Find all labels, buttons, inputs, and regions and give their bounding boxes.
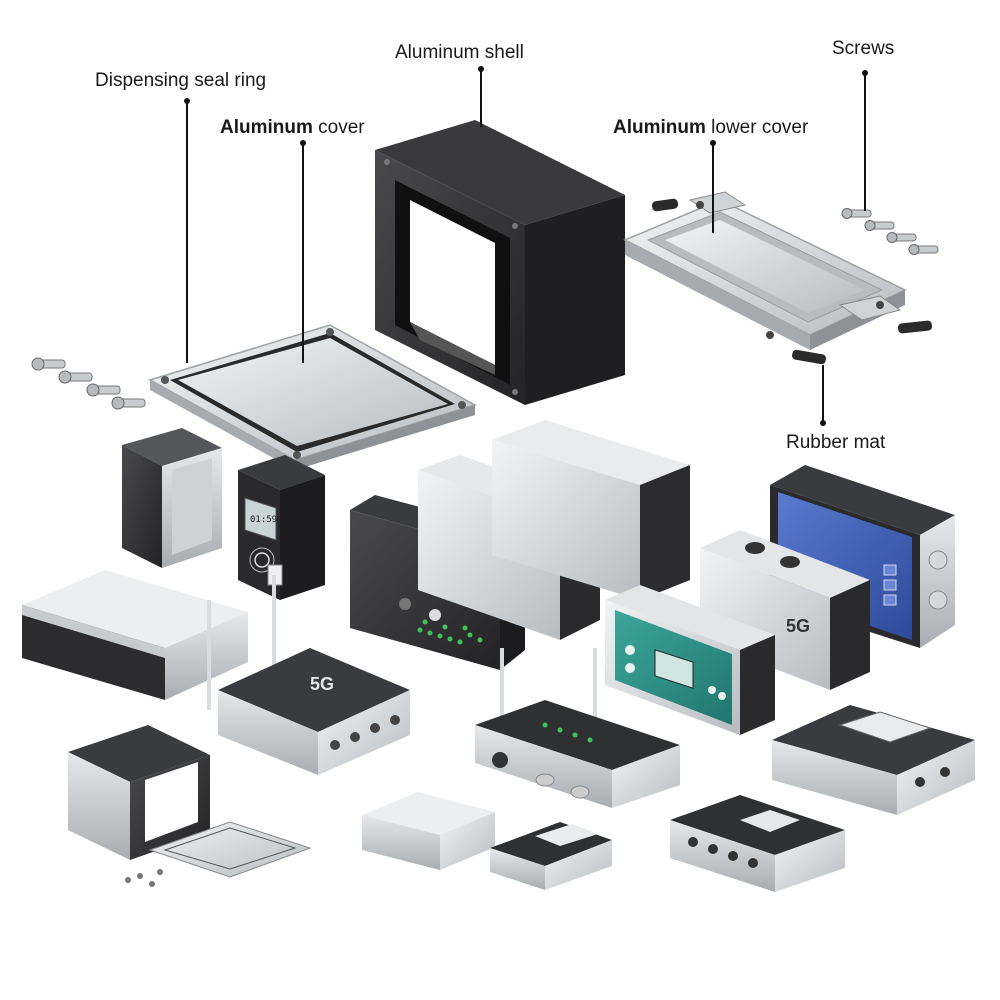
label-bold: Aluminum [220,117,313,138]
enclosure-silver-holes [670,795,845,892]
enclosure-teal-display [605,585,775,735]
label-text: Rubber mat [786,432,886,453]
aluminum-shell [375,120,625,405]
badge-5g-right: 5G [786,616,810,636]
enclosure-white-router [475,648,680,808]
leader-line-cover [302,143,304,363]
label-screws: Screws [832,38,894,60]
label-text: lower cover [705,117,809,138]
badge-5g-router: 5G [310,674,334,694]
label-aluminum-lower-cover: Aluminum lower cover [613,117,808,139]
enclosure-small-black [122,428,222,568]
leader-line-screws [864,73,866,211]
label-aluminum-shell: Aluminum shell [395,42,524,64]
leader-line-rubber-mat [822,365,824,423]
screw-set-right [841,208,939,255]
enclosure-large-silver [22,570,248,700]
label-text: Aluminum shell [395,42,524,63]
led-grid [417,619,483,645]
label-bold: Aluminum [613,117,706,138]
enclosure-card-reader-bottom [490,822,612,890]
enclosure-open-black-bottom [68,725,312,887]
enclosure-small-silver [362,792,495,870]
aluminum-lower-cover [623,191,907,350]
leader-dot-rubber-mat [820,420,826,426]
enclosure-blue-panel [770,465,955,648]
leader-line-seal-ring [186,101,188,363]
enclosure-card-reader: 01:59 [238,455,325,600]
aluminum-cover-plate [148,324,477,470]
rubber-mat-parts [651,198,933,365]
screw-set-left [31,357,146,410]
label-aluminum-cover: Aluminum cover [220,117,365,139]
display-time: 01:59 [250,515,277,525]
enclosure-5g-ports: 5G [700,530,870,690]
label-rubber-mat: Rubber mat [786,432,885,454]
label-dispensing-seal-ring: Dispensing seal ring [95,70,266,92]
label-text: cover [312,117,365,138]
enclosure-5g-router: 5G [207,575,410,775]
label-text: Screws [832,38,895,59]
enclosure-silver-black-trim-2 [492,420,690,600]
leader-line-shell [480,69,482,127]
label-text: Dispensing seal ring [95,70,267,91]
leader-line-lower-cover [712,143,714,233]
enclosure-display-window [772,705,975,815]
